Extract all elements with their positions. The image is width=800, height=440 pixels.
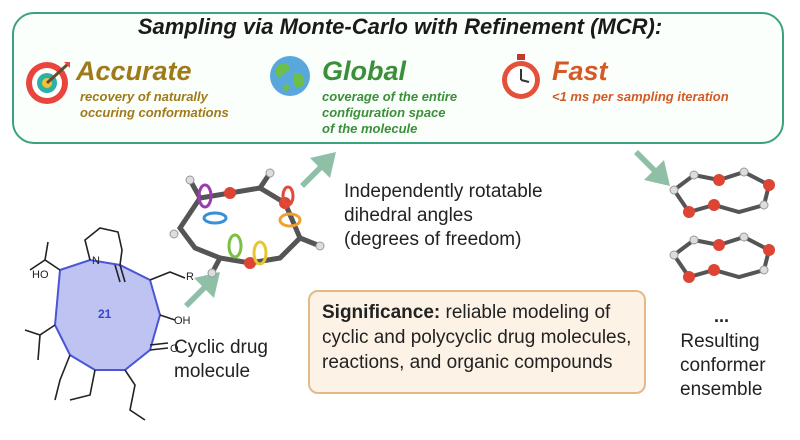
significance-text: reliable modeling of: [440, 302, 611, 323]
atom-label-r: R: [186, 271, 194, 283]
label-line: Cyclic drug: [174, 337, 268, 358]
significance-label: Significance:: [322, 302, 441, 323]
label-line: Resulting: [680, 331, 760, 352]
label-line: Independently rotatable: [344, 181, 543, 202]
atom-label-oh: OH: [174, 315, 191, 327]
desc-line: recovery of naturally: [80, 89, 208, 104]
label-line: molecule: [174, 361, 251, 382]
stopwatch-icon: [502, 54, 540, 99]
label-line: conformer: [680, 355, 766, 376]
desc-line: coverage of the entire: [322, 89, 458, 104]
atom-label-n: N: [92, 255, 100, 267]
ring-size-label: 21: [98, 307, 112, 321]
conformer-ensemble: [669, 167, 775, 283]
desc-line: configuration space: [322, 105, 446, 120]
ensemble-label: Resulting conformer ensemble: [680, 330, 766, 402]
cyclic-drug-structure: 21 HO OH R N O: [24, 227, 194, 421]
desc-line: <1 ms per sampling iteration: [552, 89, 729, 104]
arrow-to-dihedral: [300, 152, 336, 188]
dihedral-ring: [281, 185, 295, 207]
globe-icon: [270, 56, 310, 96]
arrow-to-ensemble: [634, 150, 670, 186]
target-icon: [26, 62, 70, 104]
atom-label-ho: HO: [32, 269, 49, 281]
desc-line: occuring conformations: [80, 105, 229, 120]
dihedral-molecule-3d: [169, 168, 325, 278]
label-line: ensemble: [680, 379, 763, 400]
feature-accurate-title: Accurate: [76, 56, 192, 86]
dihedral-ring: [227, 233, 243, 259]
dihedral-ring: [202, 211, 228, 225]
dihedral-ring: [252, 240, 268, 266]
significance-line: Significance: reliable modeling of: [322, 300, 632, 325]
significance-text: reactions, and organic compounds: [322, 352, 613, 373]
label-line: dihedral angles: [344, 205, 473, 226]
feature-global-title: Global: [322, 56, 407, 86]
atom-label-o: O: [170, 343, 179, 355]
cyclic-drug-label: Cyclic drug molecule: [174, 336, 268, 384]
feature-fast-title: Fast: [552, 56, 608, 86]
dihedral-ring: [197, 183, 213, 209]
mcr-summary-box: [12, 12, 784, 144]
diagram-title: Sampling via Monte-Carlo with Refinement…: [137, 14, 663, 39]
desc-line: of the molecule: [322, 121, 418, 136]
significance-box: Significance: reliable modeling of cycli…: [308, 290, 646, 394]
feature-fast-desc: <1 ms per sampling iteration: [552, 89, 729, 105]
arrow-from-molecule: [184, 272, 220, 308]
dihedral-label: Independently rotatable dihedral angles …: [344, 180, 543, 252]
label-line: (degrees of freedom): [344, 229, 522, 250]
ensemble-ellipsis: ...: [714, 306, 730, 326]
dihedral-ring: [278, 212, 302, 228]
feature-accurate-desc: recovery of naturally occuring conformat…: [80, 89, 229, 121]
feature-global-desc: coverage of the entire configuration spa…: [322, 89, 457, 137]
significance-text: cyclic and polycyclic drug molecules,: [322, 327, 632, 348]
